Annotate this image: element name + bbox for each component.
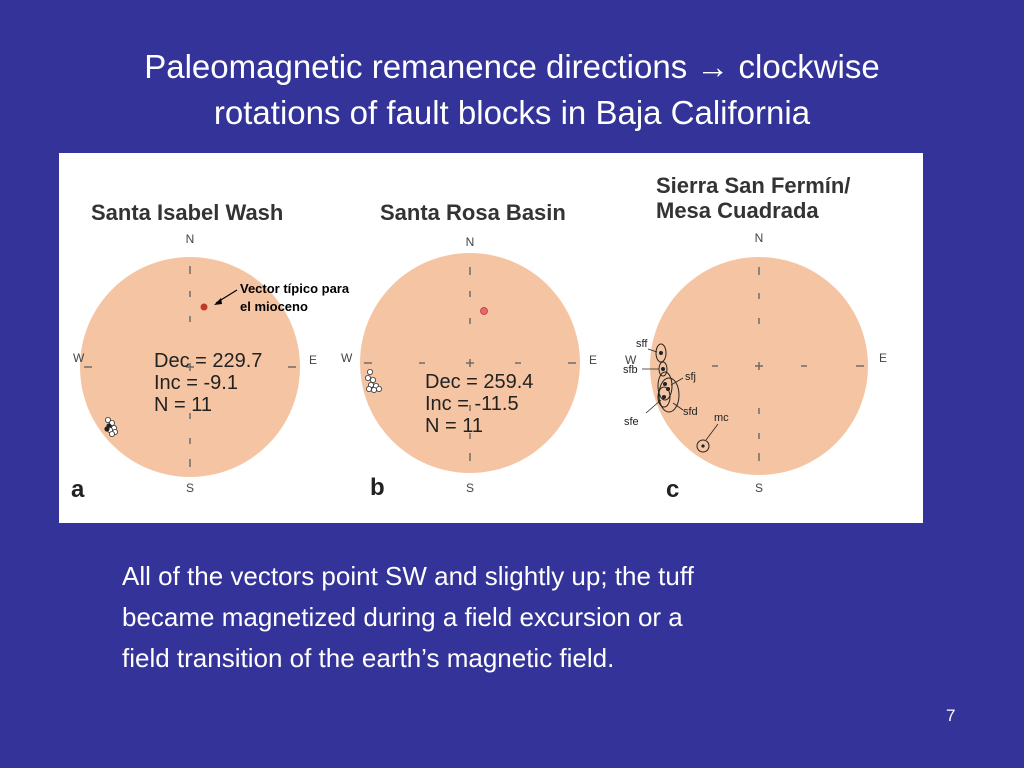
- annotation-arrowhead: [214, 298, 222, 305]
- panel-c-letter: c: [666, 476, 679, 503]
- slide-title-line-1: Paleomagnetic remanence directions → clo…: [144, 48, 880, 85]
- panel-c-leader-lines: [642, 348, 719, 441]
- panel-c-title-line-2: Mesa Cuadrada: [656, 198, 819, 223]
- panel-c-label-sfd: sfd: [683, 406, 698, 418]
- panel-a-south-label: S: [186, 481, 194, 495]
- panel-b-south-label: S: [466, 481, 474, 495]
- panel-a: Santa Isabel Wash N S W E: [71, 200, 317, 503]
- annotation-line-1: Vector típico para: [240, 281, 350, 296]
- panel-b-dec: Dec = 259.4: [425, 371, 533, 393]
- panel-c-title-line-1: Sierra San Fermín/: [656, 173, 850, 198]
- panel-a-north-label: N: [186, 232, 195, 246]
- caption-line-2: became magnetized during a field excursi…: [122, 602, 683, 632]
- panel-a-data-cluster: [104, 416, 119, 437]
- caption-line-1: All of the vectors point SW and slightly…: [122, 561, 694, 591]
- panel-b-letter: b: [370, 474, 385, 501]
- panel-b-n: N = 11: [425, 415, 483, 437]
- slide-title-line-2: rotations of fault blocks in Baja Califo…: [213, 94, 811, 131]
- panel-a-letter: a: [71, 476, 85, 503]
- slide-caption: All of the vectors point SW and slightly…: [122, 556, 902, 679]
- panel-b-inc: Inc = -11.5: [425, 393, 519, 415]
- panel-b: Santa Rosa Basin N S W E: [341, 200, 597, 501]
- panel-b-west-label: W: [341, 351, 353, 365]
- panel-a-n: N = 11: [154, 394, 212, 416]
- panel-b-data-cluster: [364, 368, 382, 393]
- panel-c-south-label: S: [755, 481, 763, 495]
- panel-c-label-mc: mc: [714, 412, 729, 424]
- page-number: 7: [946, 706, 956, 725]
- panel-a-dec: Dec = 229.7: [154, 350, 262, 372]
- panel-a-title: Santa Isabel Wash: [91, 200, 283, 225]
- panel-a-ticks: [84, 266, 296, 467]
- panel-a-west-label: W: [73, 351, 85, 365]
- caption-line-3: field transition of the earth’s magnetic…: [122, 643, 615, 673]
- panel-b-title: Santa Rosa Basin: [380, 200, 566, 225]
- panel-c-confidence-ellipses: [655, 343, 710, 453]
- slide-title: Paleomagnetic remanence directions → clo…: [0, 44, 1024, 136]
- panel-a-inc: Inc = -9.1: [154, 372, 238, 394]
- panel-c-north-label: N: [755, 231, 764, 245]
- panel-c-east-label: E: [879, 351, 887, 365]
- panel-b-east-label: E: [589, 353, 597, 367]
- stereonet-figure: Santa Isabel Wash N S W E: [59, 153, 923, 523]
- panel-c: Sierra San Fermín/ Mesa Cuadrada N S W E: [623, 173, 887, 503]
- panel-c-label-sfj: sfj: [685, 371, 696, 383]
- annotation-line-2: el mioceno: [240, 299, 308, 314]
- mean-vector-annotation: Vector típico para el mioceno: [214, 281, 350, 314]
- panel-b-ticks: [364, 267, 576, 461]
- panel-c-data-points: [659, 351, 705, 448]
- panel-a-east-label: E: [309, 353, 317, 367]
- panel-b-mean-vector: [480, 307, 488, 315]
- panel-c-label-sff: sff: [636, 338, 648, 350]
- panel-b-north-label: N: [466, 235, 475, 249]
- panel-c-label-sfe: sfe: [624, 416, 639, 428]
- panel-c-label-sfb: sfb: [623, 364, 638, 376]
- panel-a-mean-vector: [200, 303, 208, 311]
- panel-c-ticks: [712, 267, 864, 461]
- panel-c-west-label: W: [625, 353, 637, 367]
